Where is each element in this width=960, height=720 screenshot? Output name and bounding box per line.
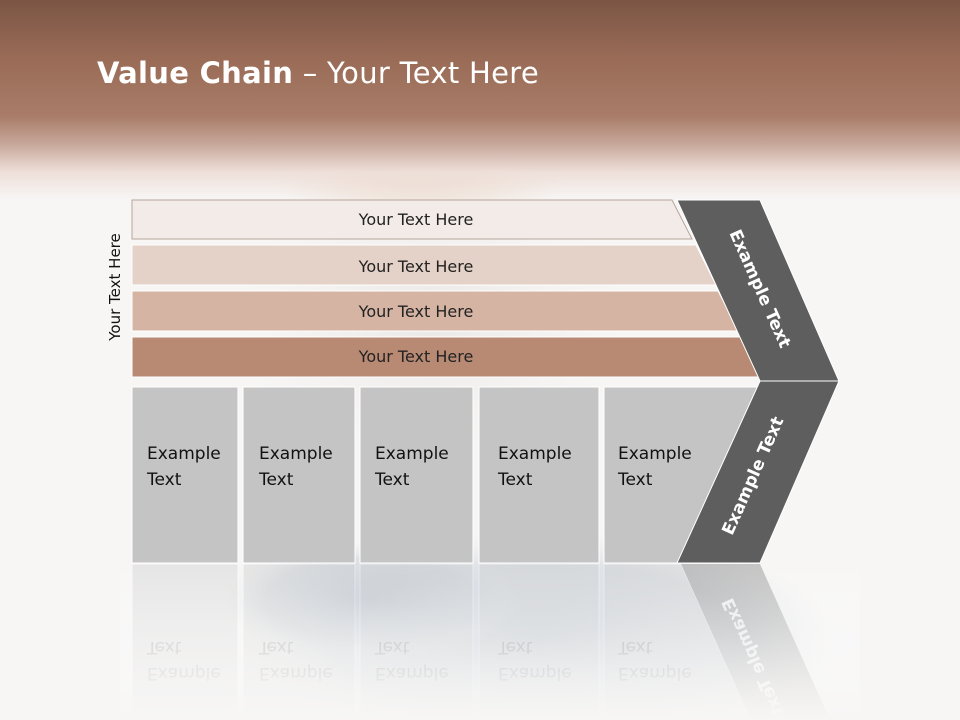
support-label-4: Your Text Here — [358, 347, 474, 366]
slide-title: Value Chain – Your Text Here — [97, 56, 539, 90]
support-label-3: Your Text Here — [358, 302, 474, 321]
primary-text-3-line1: Example — [375, 444, 449, 464]
primary-box-4 — [478, 386, 600, 564]
primary-text-4-line1: Example — [498, 444, 572, 464]
primary-activities: Example Text Example Text Example Text E… — [131, 386, 761, 564]
margin-lower-arm — [676, 380, 840, 564]
support-activities: Your Text Here Your Text Here Your Text … — [131, 199, 764, 378]
reflection-fade — [120, 563, 860, 720]
margin-chevron: Example Text Example Text — [676, 199, 840, 564]
primary-text-5-line2: Text — [617, 470, 653, 490]
support-label-1: Your Text Here — [358, 210, 474, 229]
primary-text-1-line2: Text — [146, 470, 182, 490]
primary-text-2-line2: Text — [258, 470, 294, 490]
support-bar-1 — [131, 199, 693, 240]
primary-text-3-line2: Text — [374, 470, 410, 490]
title-bold: Value Chain — [97, 56, 294, 90]
primary-box-3 — [359, 386, 474, 564]
primary-text-2-line1: Example — [259, 444, 333, 464]
primary-text-5-line1: Example — [618, 444, 692, 464]
primary-text-4-line2: Text — [497, 470, 533, 490]
primary-text-1-line1: Example — [147, 444, 221, 464]
title-rest: – Your Text Here — [293, 56, 539, 90]
header-band — [0, 0, 960, 200]
support-label-2: Your Text Here — [358, 257, 474, 276]
primary-box-1 — [131, 386, 239, 564]
primary-box-2 — [242, 386, 356, 564]
